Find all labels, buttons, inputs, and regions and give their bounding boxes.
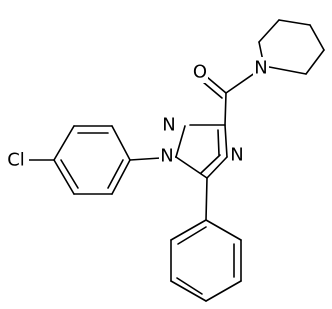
chlorine-label: Cl bbox=[7, 150, 25, 171]
bond bbox=[305, 49, 325, 75]
bond bbox=[177, 226, 207, 245]
bond bbox=[205, 177, 208, 221]
bond bbox=[175, 156, 208, 179]
chlorophenyl-ring bbox=[27, 125, 177, 195]
triazole-ring bbox=[175, 124, 228, 179]
bond bbox=[206, 156, 228, 179]
n1-label: N bbox=[160, 146, 173, 167]
bond bbox=[224, 92, 227, 126]
piperidine-nitrogen-label: N bbox=[254, 58, 267, 79]
atom-labels: Cl N N N N O bbox=[3, 57, 269, 171]
bond bbox=[278, 19, 311, 26]
bond bbox=[224, 124, 228, 158]
piperidine-ring bbox=[258, 19, 325, 75]
bond bbox=[53, 159, 75, 195]
bond bbox=[217, 129, 220, 156]
bond bbox=[170, 219, 207, 241]
bond bbox=[111, 159, 131, 195]
n2-label: N bbox=[162, 115, 175, 136]
n4-label: N bbox=[230, 145, 243, 166]
bond bbox=[107, 159, 124, 189]
bond bbox=[175, 125, 186, 158]
bond bbox=[309, 24, 325, 51]
bond bbox=[205, 219, 242, 241]
bond bbox=[202, 81, 223, 99]
bond bbox=[200, 154, 221, 174]
bond bbox=[258, 19, 280, 43]
phenyl-ring bbox=[170, 177, 242, 302]
bond bbox=[176, 277, 203, 295]
bond bbox=[53, 125, 75, 161]
bond bbox=[206, 76, 227, 94]
oxygen-label: O bbox=[193, 62, 207, 83]
bond bbox=[170, 280, 207, 302]
bond bbox=[111, 125, 131, 161]
bond bbox=[263, 65, 307, 75]
bond bbox=[60, 159, 79, 189]
bond bbox=[205, 280, 242, 302]
